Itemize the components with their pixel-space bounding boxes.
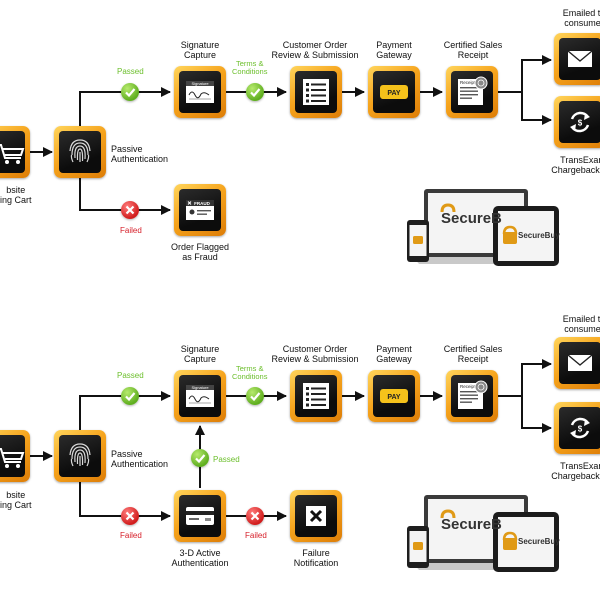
refund-cycle-icon: $ — [570, 417, 590, 439]
failed-x-icon-3 — [246, 507, 264, 525]
envelope-icon — [567, 354, 593, 371]
failed-text: Failed — [120, 226, 142, 235]
failed-text-3: Failed — [245, 531, 267, 540]
envelope-icon — [567, 50, 593, 67]
passed-text-3: Passed — [213, 455, 240, 464]
website-shopping-cart-tile-2 — [0, 430, 30, 482]
receipt-screen-text: Receipt — [460, 80, 476, 85]
shopping-cart-icon — [0, 448, 25, 468]
fingerprint-icon — [69, 443, 91, 467]
customer-order-tile-2 — [290, 370, 342, 422]
emailed-consumer-label: Emailed toconsumer — [562, 8, 600, 28]
svg-text:$: $ — [578, 425, 583, 434]
order-list-icon — [303, 79, 329, 105]
fraud-screen-text: FRAUD — [194, 201, 210, 206]
securebuy-devices-bottom: SecureB SecureBuy — [405, 492, 565, 574]
terms-check-icon — [246, 83, 264, 101]
signature-screen-text: Signature — [191, 385, 209, 390]
certified-receipt-tile-2: Receipt — [446, 370, 498, 422]
terms-check-icon-2 — [246, 387, 264, 405]
securebuy-laptop-logo-text-2: SecureB — [441, 516, 502, 533]
fraud-card-icon: FRAUD — [186, 200, 214, 220]
signature-screen-text: Signature — [191, 81, 209, 86]
passed-check-icon — [121, 83, 139, 101]
signature-capture-tile-2: Signature — [174, 370, 226, 422]
failed-text-2: Failed — [120, 531, 142, 540]
receipt-screen-text: Receipt — [460, 384, 476, 389]
refund-cycle-icon: $ — [570, 111, 590, 133]
shopping-cart-icon — [0, 144, 25, 164]
emailed-consumer-tile-2 — [554, 337, 600, 389]
payment-gateway-tile-2: PAY — [368, 370, 420, 422]
credit-card-icon — [186, 507, 214, 525]
pay-button-icon: PAY — [380, 389, 408, 403]
order-flagged-fraud-tile: FRAUD — [174, 184, 226, 236]
signature-pad-icon: Signature — [186, 81, 214, 103]
pay-text: PAY — [387, 394, 401, 401]
passive-authentication-tile — [54, 126, 106, 178]
transexam-tile-2: $ — [554, 402, 600, 454]
certified-receipt-tile: Receipt — [446, 66, 498, 118]
device-mockup-illustration — [407, 189, 559, 266]
securebuy-tablet-logo-text: SecureBuy — [518, 231, 560, 240]
transexam-label: TransExamChargeback Ma — [551, 155, 600, 175]
receipt-seal-icon: Receipt — [458, 76, 488, 105]
failed-x-icon — [121, 201, 139, 219]
passed-text-2: Passed — [117, 371, 144, 380]
passed-check-icon-2 — [121, 387, 139, 405]
device-mockup-illustration — [407, 495, 559, 572]
securebuy-laptop-logo-text: SecureB — [441, 210, 502, 227]
signature-pad-icon: Signature — [186, 385, 214, 407]
customer-order-tile — [290, 66, 342, 118]
pay-text: PAY — [387, 90, 401, 97]
transexam-tile: $ — [554, 96, 600, 148]
failed-x-icon-2 — [121, 507, 139, 525]
fingerprint-icon — [69, 139, 91, 163]
receipt-seal-icon: Receipt — [458, 380, 488, 409]
transexam-label-2: TransExamChargeback Ma — [551, 461, 600, 481]
order-list-icon — [303, 383, 329, 409]
3d-active-authentication-tile — [174, 490, 226, 542]
securebuy-devices-top: SecureB SecureBuy — [405, 186, 565, 268]
signature-capture-tile: Signature — [174, 66, 226, 118]
passive-authentication-tile-2 — [54, 430, 106, 482]
payment-gateway-tile: PAY — [368, 66, 420, 118]
emailed-consumer-label-2: Emailed toconsumer — [562, 314, 600, 334]
svg-text:$: $ — [578, 119, 583, 128]
pay-button-icon: PAY — [380, 85, 408, 99]
emailed-consumer-tile — [554, 33, 600, 85]
passed-check-icon-3 — [191, 449, 209, 467]
failure-notification-tile — [290, 490, 342, 542]
x-mark-icon — [306, 506, 326, 526]
terms-conditions-text: Terms &Conditions — [232, 59, 268, 76]
terms-conditions-text-2: Terms &Conditions — [232, 364, 268, 381]
website-shopping-cart-tile — [0, 126, 30, 178]
passed-text: Passed — [117, 67, 144, 76]
securebuy-tablet-logo-text-2: SecureBuy — [518, 537, 560, 546]
